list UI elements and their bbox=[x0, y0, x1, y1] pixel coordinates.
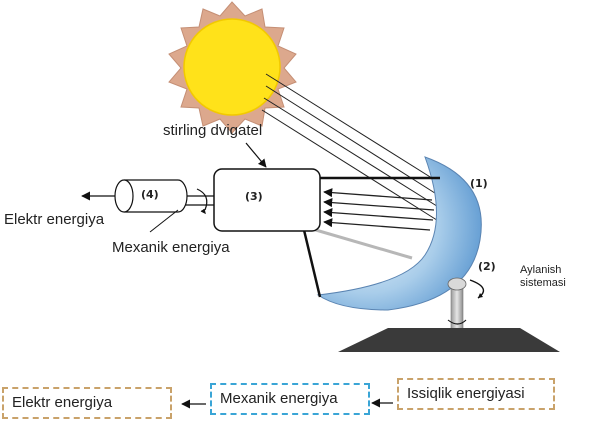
flow-box-electric-energy-text: Elektr energiya bbox=[12, 394, 113, 411]
mechanical-energy-label: Mexanik energiya bbox=[112, 239, 230, 256]
mechanical-pointer bbox=[149, 209, 179, 233]
reflected-rays bbox=[323, 188, 435, 231]
flow-box-electric-energy: Elektr energiya bbox=[2, 387, 172, 419]
sun-rays bbox=[261, 73, 441, 223]
support-arms bbox=[301, 176, 440, 298]
flow-box-thermal-energy: Issiqlik energiyasi bbox=[397, 378, 555, 410]
engine-label-pointer bbox=[245, 142, 267, 168]
flow-box-mechanical-energy-text: Mexanik energiya bbox=[220, 390, 338, 407]
parabolic-dish bbox=[316, 156, 482, 311]
electric-energy-label: Elektr energiya bbox=[4, 211, 105, 228]
sun-icon bbox=[168, 1, 297, 134]
rotation-number-label: (2) bbox=[478, 260, 496, 273]
rotation-system-label-line2: sistemasi bbox=[520, 277, 566, 289]
base-platform bbox=[338, 328, 560, 352]
stirling-engine-box bbox=[213, 168, 321, 232]
dish-number-label: (1) bbox=[470, 177, 488, 190]
rotation-system bbox=[447, 277, 485, 331]
generator-number-label: (4) bbox=[141, 188, 159, 201]
rotation-system-label-line1: Aylanish bbox=[520, 264, 562, 276]
rotation-system-label: Aylanish sistemasi bbox=[520, 264, 566, 290]
flow-box-thermal-energy-text: Issiqlik energiyasi bbox=[407, 385, 525, 402]
flow-arrows bbox=[181, 398, 393, 409]
flow-box-mechanical-energy: Mexanik energiya bbox=[210, 383, 370, 415]
engine-number-label: (3) bbox=[245, 190, 263, 203]
generator-cylinder bbox=[114, 179, 188, 213]
stirling-engine-label: stirling dvigatel bbox=[163, 122, 263, 139]
